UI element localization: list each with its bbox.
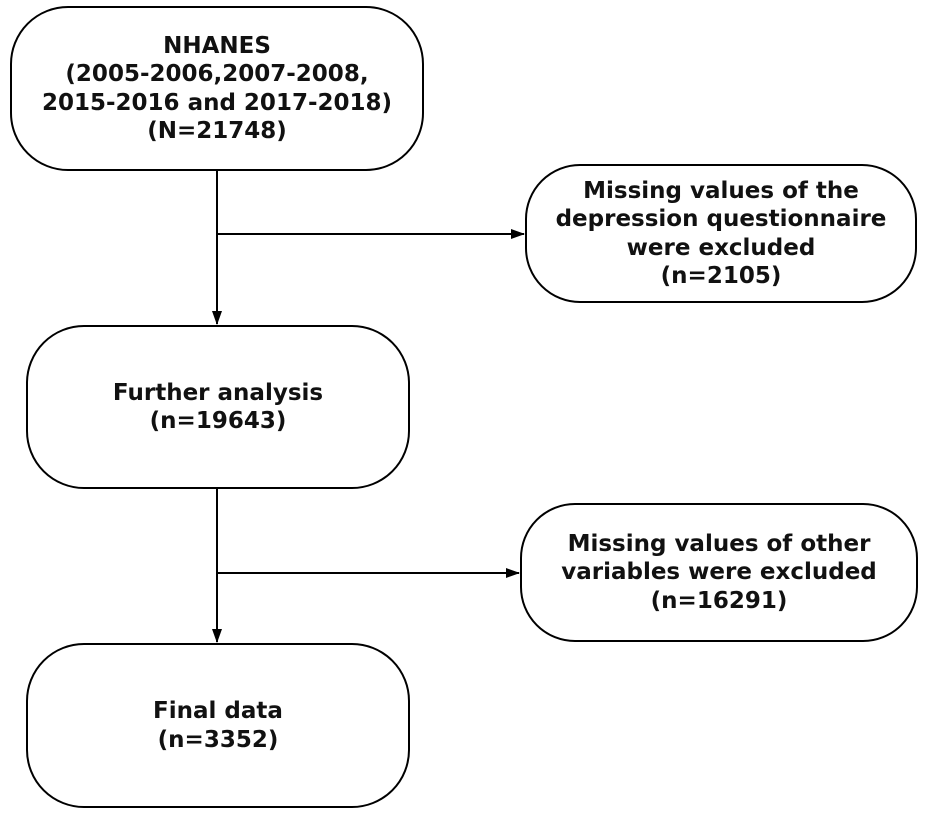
node-analysis-line: (n=19643) (149, 408, 287, 434)
node-source-population: NHANES (2005-2006,2007-2008, 2015-2016 a… (10, 6, 424, 171)
node-final-data: Final data (n=3352) (26, 643, 410, 808)
node-exclusion-2-line: (n=16291) (650, 587, 788, 614)
node-exclusion-depression: Missing values of the depression questio… (525, 164, 917, 303)
node-exclusion-1-line: Missing values of the (583, 178, 859, 205)
node-exclusion-2-line: variables were excluded (561, 559, 877, 586)
node-exclusion-1-line: were excluded (626, 234, 816, 261)
node-source-line: NHANES (163, 33, 271, 60)
node-exclusion-2-line: Missing values of other (567, 531, 871, 558)
node-final-line: (n=3352) (157, 726, 279, 753)
node-analysis-line: Further analysis (112, 379, 324, 406)
node-exclusion-1-line: (n=2105) (660, 262, 782, 289)
node-final-line: Final data (153, 698, 283, 725)
node-further-analysis: Further analysis (n=19643) (26, 325, 410, 489)
node-source-line: 2015-2016 and 2017-2018) (41, 89, 393, 116)
node-source-line: (2005-2006,2007-2008, (65, 61, 369, 88)
node-exclusion-1-line: depression questionnaire (555, 206, 887, 233)
node-source-line: (N=21748) (147, 117, 287, 144)
node-exclusion-other-variables: Missing values of other variables were e… (520, 503, 918, 642)
